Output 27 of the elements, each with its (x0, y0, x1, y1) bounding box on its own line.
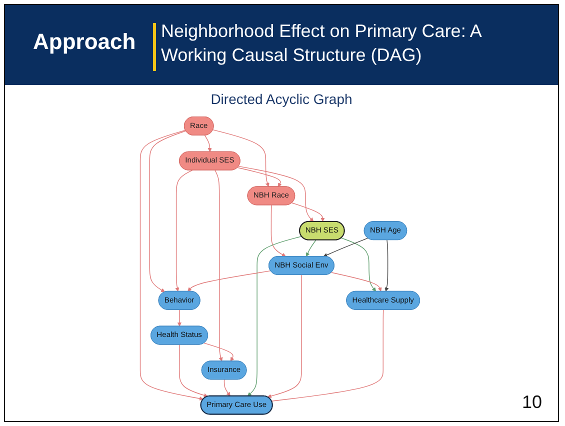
arrow (177, 309, 182, 326)
arrow (306, 240, 316, 257)
arrow (140, 130, 204, 401)
arrow (214, 170, 223, 362)
arrow (323, 238, 368, 257)
arrow (149, 130, 186, 292)
arrow (384, 240, 389, 292)
arrow (188, 270, 271, 292)
page-number: 10 (522, 392, 542, 413)
diagram-subtitle: Directed Acyclic Graph (210, 91, 354, 107)
slide-title: Neighborhood Effect on Primary Care: A Working Causal Structure (DAG) (161, 20, 482, 67)
connector (271, 309, 384, 402)
arrow (238, 166, 314, 222)
arrow (340, 238, 376, 292)
section-heading: Approach (33, 29, 136, 55)
arrow (212, 129, 270, 187)
arrow (204, 342, 234, 362)
arrow (292, 202, 325, 222)
arrow (175, 170, 193, 292)
arrow (267, 274, 302, 398)
arrow (204, 135, 212, 152)
arrow (331, 272, 382, 292)
arrow (270, 204, 286, 257)
arrow (224, 379, 230, 396)
arrow (178, 344, 208, 398)
arrow (247, 236, 302, 396)
arrow (237, 167, 282, 187)
